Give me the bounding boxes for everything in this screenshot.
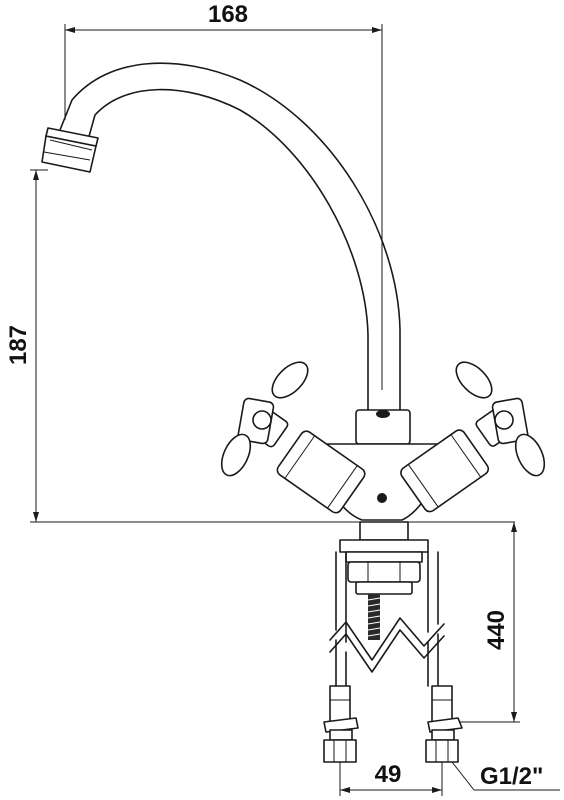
thread-callout: G1/2"	[451, 761, 560, 791]
dimension-spout-reach: 168	[64, 1, 383, 390]
right-hose-fitting	[425, 685, 463, 763]
thread-label: G1/2"	[480, 763, 543, 790]
spout-height-label: 187	[5, 325, 32, 365]
spout-reach-label: 168	[208, 1, 248, 28]
left-handle	[220, 361, 309, 477]
right-handle	[455, 361, 546, 477]
spout	[41, 62, 401, 411]
hose-spacing-label: 49	[375, 761, 402, 788]
dimension-hose-spacing: 49	[339, 761, 443, 796]
hose-length-label: 440	[483, 610, 510, 650]
left-hose-fitting	[323, 685, 359, 763]
flex-hoses	[329, 551, 445, 687]
aerator-nozzle	[41, 127, 99, 173]
dimension-spout-height: 187	[5, 169, 515, 523]
left-valve	[220, 361, 366, 514]
dimension-hose-length: 440	[460, 522, 520, 723]
mounting-assembly	[339, 521, 429, 640]
right-valve	[400, 361, 546, 513]
